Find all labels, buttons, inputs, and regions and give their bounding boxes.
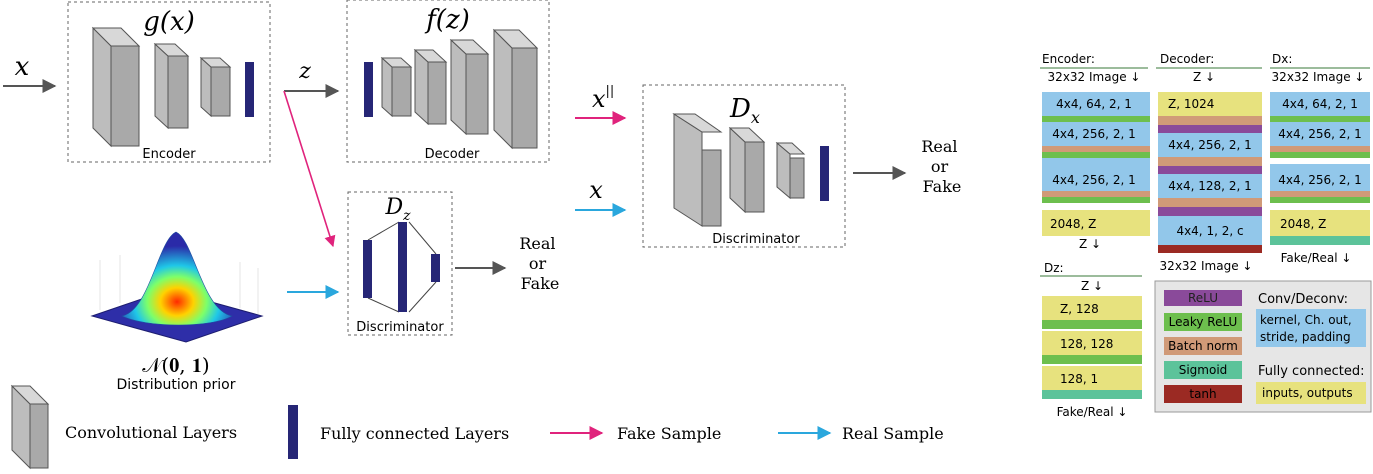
dz-network (367, 221, 437, 313)
legend-conv-icon (10, 384, 50, 470)
encoder-table-bottom: Z ↓ (1079, 237, 1101, 251)
encoder-conv-layer-2 (153, 42, 190, 130)
decoder-conv-layer-1 (380, 56, 413, 118)
key-conv-title: Conv/Deconv: (1258, 292, 1348, 307)
decoder-conv-layer-2 (413, 48, 448, 126)
dx-table-top: 32x32 Image ↓ (1272, 70, 1365, 84)
dz-row-1: Z, 128 (1060, 302, 1099, 316)
dx-fc-layer (820, 146, 829, 201)
key-conv-desc-1: kernel, Ch. out, (1260, 313, 1352, 327)
decoder-table-top: Z ↓ (1193, 70, 1215, 84)
latent-z-label: z (298, 59, 311, 84)
z-to-dz-arrow (283, 90, 336, 248)
decoder-func-label: f(z) (424, 5, 470, 35)
dz-table-top: Z ↓ (1081, 279, 1103, 293)
decoder-row-3: 4x4, 128, 2, 1 (1168, 179, 1251, 193)
decoder-row-1: Z, 1024 (1168, 97, 1214, 111)
key-fc-desc: inputs, outputs (1262, 386, 1353, 400)
dx-table: Dx: 32x32 Image ↓ 4x4, 64, 2, 1 4x4, 256… (1270, 52, 1370, 265)
dx-table-bottom: Fake/Real ↓ (1281, 251, 1352, 265)
dx-conv-layer-2 (728, 126, 766, 214)
color-key: ReLU Leaky ReLU Batch norm Sigmoid tanh … (1154, 280, 1372, 413)
decoder-label: Decoder (425, 147, 480, 162)
decoder-conv-layer-4 (492, 28, 539, 150)
dx-box (642, 84, 846, 248)
decoder-table-bottom: 32x32 Image ↓ (1160, 259, 1253, 273)
dx-row-2: 4x4, 256, 2, 1 (1278, 127, 1361, 141)
recon-x-label: x|| (592, 84, 614, 113)
dz-fc-layer-1 (363, 240, 372, 298)
decoder-table-title: Decoder: (1160, 52, 1214, 66)
prior-label: Distribution prior (117, 377, 236, 393)
dz-table-title: Dz: (1044, 261, 1064, 275)
dx-conv-layer-1 (672, 113, 723, 227)
dz-box (347, 191, 453, 336)
encoder-table: Encoder: 32x32 Image ↓ 4x4, 64, 2, 1 4x4… (1040, 52, 1150, 251)
dz-discriminator-label: Discriminator (356, 320, 444, 335)
dz-row-2: 128, 128 (1060, 337, 1113, 351)
prior-formula: 𝒩(𝟎, 𝟏) (142, 353, 209, 377)
legend-fc-label: Fully connected Layers (320, 424, 509, 443)
dx-row-4: 2048, Z (1280, 217, 1326, 231)
decoder-row-2: 4x4, 256, 2, 1 (1168, 138, 1251, 152)
dx-row-3: 4x4, 256, 2, 1 (1278, 173, 1361, 187)
dx-table-title: Dx: (1272, 52, 1292, 66)
encoder-row-3: 4x4, 256, 2, 1 (1052, 173, 1135, 187)
encoder-box (67, 1, 271, 163)
encoder-conv-layer-3 (199, 56, 232, 118)
legend-fc-icon (288, 405, 298, 459)
key-batch-norm: Batch norm (1168, 339, 1238, 353)
legend-real-label: Real Sample (842, 424, 944, 443)
dz-table-bottom: Fake/Real ↓ (1057, 405, 1128, 419)
dx-conv-layer-3 (775, 141, 806, 200)
decoder-row-4: 4x4, 1, 2, c (1176, 224, 1243, 238)
encoder-label: Encoder (142, 147, 196, 162)
encoder-fc-layer (245, 62, 254, 117)
encoder-row-2: 4x4, 256, 2, 1 (1052, 127, 1135, 141)
key-tanh: tanh (1189, 387, 1216, 401)
dz-fc-layer-2 (398, 222, 407, 312)
input-x-label: x (15, 52, 30, 82)
encoder-table-title: Encoder: (1042, 52, 1095, 66)
gaussian-prior-plot (90, 231, 264, 343)
key-conv-desc-2: stride, padding (1260, 330, 1351, 344)
dx-func-label: Dx (729, 94, 760, 127)
dz-output-label: Real or Fake (519, 234, 560, 293)
decoder-box (346, 0, 550, 163)
dz-fc-layer-3 (431, 254, 440, 282)
real-x-label: x (589, 176, 603, 204)
decoder-table: Decoder: Z ↓ Z, 1024 4x4, 256, 2, 1 4x4,… (1156, 52, 1262, 273)
encoder-row-1: 4x4, 64, 2, 1 (1056, 97, 1132, 111)
encoder-func-label: g(x) (143, 7, 195, 37)
encoder-table-top: 32x32 Image ↓ (1048, 70, 1141, 84)
dx-output-label: Real or Fake (921, 137, 962, 196)
key-sigmoid: Sigmoid (1179, 363, 1228, 377)
legend-conv-label: Convolutional Layers (65, 423, 237, 442)
decoder-fc-layer (364, 62, 373, 117)
dz-table: Dz: Z ↓ Z, 128 128, 128 128, 1 Fake/Real… (1040, 261, 1142, 419)
key-leaky-relu: Leaky ReLU (1169, 315, 1238, 329)
legend-fake-label: Fake Sample (617, 424, 721, 443)
dx-discriminator-label: Discriminator (712, 232, 800, 247)
encoder-row-4: 2048, Z (1050, 217, 1096, 231)
key-relu: ReLU (1188, 291, 1218, 305)
dz-func-label: Dz (384, 195, 411, 224)
key-fc-title: Fully connected: (1258, 364, 1365, 379)
dx-row-1: 4x4, 64, 2, 1 (1282, 97, 1358, 111)
decoder-conv-layer-3 (449, 38, 490, 136)
dz-row-3: 128, 1 (1060, 372, 1098, 386)
encoder-conv-layer-1 (91, 26, 141, 148)
